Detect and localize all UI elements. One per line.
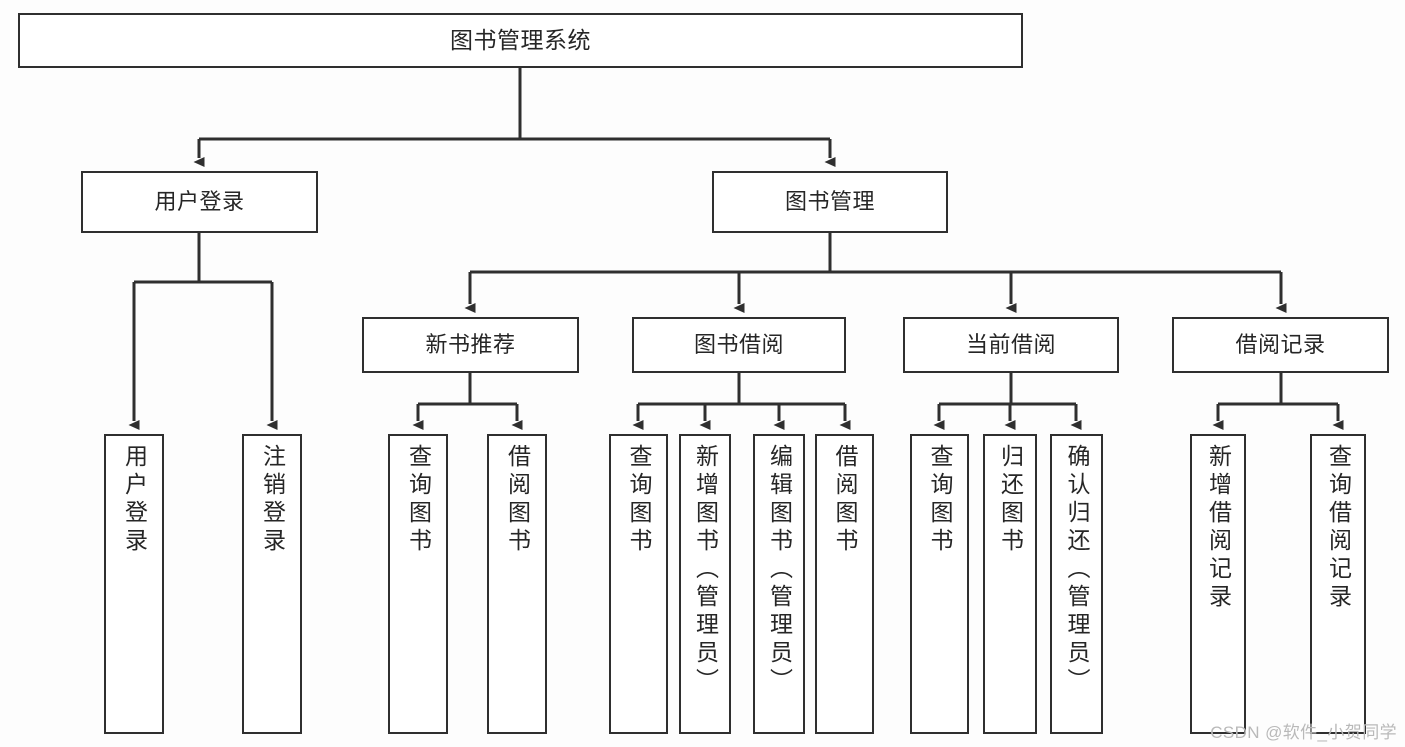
node-leaf-borrow-book-2[interactable]: 借阅图书 bbox=[815, 434, 874, 734]
node-leaf-query-book-3[interactable]: 查询图书 bbox=[910, 434, 969, 734]
node-leaf-add-record[interactable]: 新增借阅记录 bbox=[1190, 434, 1246, 734]
node-leaf-confirm-return[interactable]: 确认归还（管理员） bbox=[1050, 434, 1103, 734]
node-label: 当前借阅 bbox=[965, 331, 1056, 357]
node-leaf-add-book[interactable]: 新增图书（管理员） bbox=[679, 434, 731, 734]
node-new-book-rec[interactable]: 新书推荐 bbox=[362, 317, 579, 373]
node-label: 新书推荐 bbox=[425, 331, 516, 357]
node-leaf-return-book[interactable]: 归还图书 bbox=[983, 434, 1037, 734]
node-label: 图书管理 bbox=[784, 188, 875, 214]
node-label: 查询图书 bbox=[626, 444, 652, 556]
node-label: 用户登录 bbox=[154, 188, 245, 214]
node-leaf-borrow-book-1[interactable]: 借阅图书 bbox=[487, 434, 547, 734]
node-label: 用户登录 bbox=[121, 444, 148, 556]
node-label: 借阅图书 bbox=[504, 444, 531, 556]
node-leaf-edit-book[interactable]: 编辑图书（管理员） bbox=[753, 434, 805, 734]
node-leaf-logout[interactable]: 注销登录 bbox=[242, 434, 302, 734]
node-book-borrow[interactable]: 图书借阅 bbox=[632, 317, 846, 373]
node-label: 编辑图书（管理员） bbox=[766, 444, 793, 696]
node-label: 确认归还（管理员） bbox=[1064, 444, 1090, 696]
node-label: 新增借阅记录 bbox=[1205, 444, 1232, 612]
node-current-borrow[interactable]: 当前借阅 bbox=[903, 317, 1119, 373]
node-label: 图书管理系统 bbox=[450, 26, 591, 53]
node-label: 归还图书 bbox=[997, 444, 1024, 556]
node-borrow-record[interactable]: 借阅记录 bbox=[1172, 317, 1389, 373]
node-root[interactable]: 图书管理系统 bbox=[18, 13, 1023, 68]
node-label: 借阅图书 bbox=[832, 444, 858, 556]
node-label: 图书借阅 bbox=[693, 331, 784, 357]
node-label: 查询借阅记录 bbox=[1325, 444, 1352, 612]
node-label: 新增图书（管理员） bbox=[692, 444, 719, 696]
node-leaf-query-book-2[interactable]: 查询图书 bbox=[609, 434, 668, 734]
node-leaf-user-login[interactable]: 用户登录 bbox=[104, 434, 164, 734]
node-label: 借阅记录 bbox=[1235, 331, 1326, 357]
node-label: 注销登录 bbox=[259, 444, 286, 556]
node-user-login[interactable]: 用户登录 bbox=[81, 171, 318, 233]
node-label: 查询图书 bbox=[405, 444, 432, 556]
node-book-manage[interactable]: 图书管理 bbox=[712, 171, 948, 233]
node-leaf-query-record[interactable]: 查询借阅记录 bbox=[1310, 434, 1366, 734]
watermark: CSDN @软件_小贺同学 bbox=[1210, 723, 1397, 742]
node-label: 查询图书 bbox=[927, 444, 953, 556]
node-leaf-query-book-1[interactable]: 查询图书 bbox=[388, 434, 448, 734]
